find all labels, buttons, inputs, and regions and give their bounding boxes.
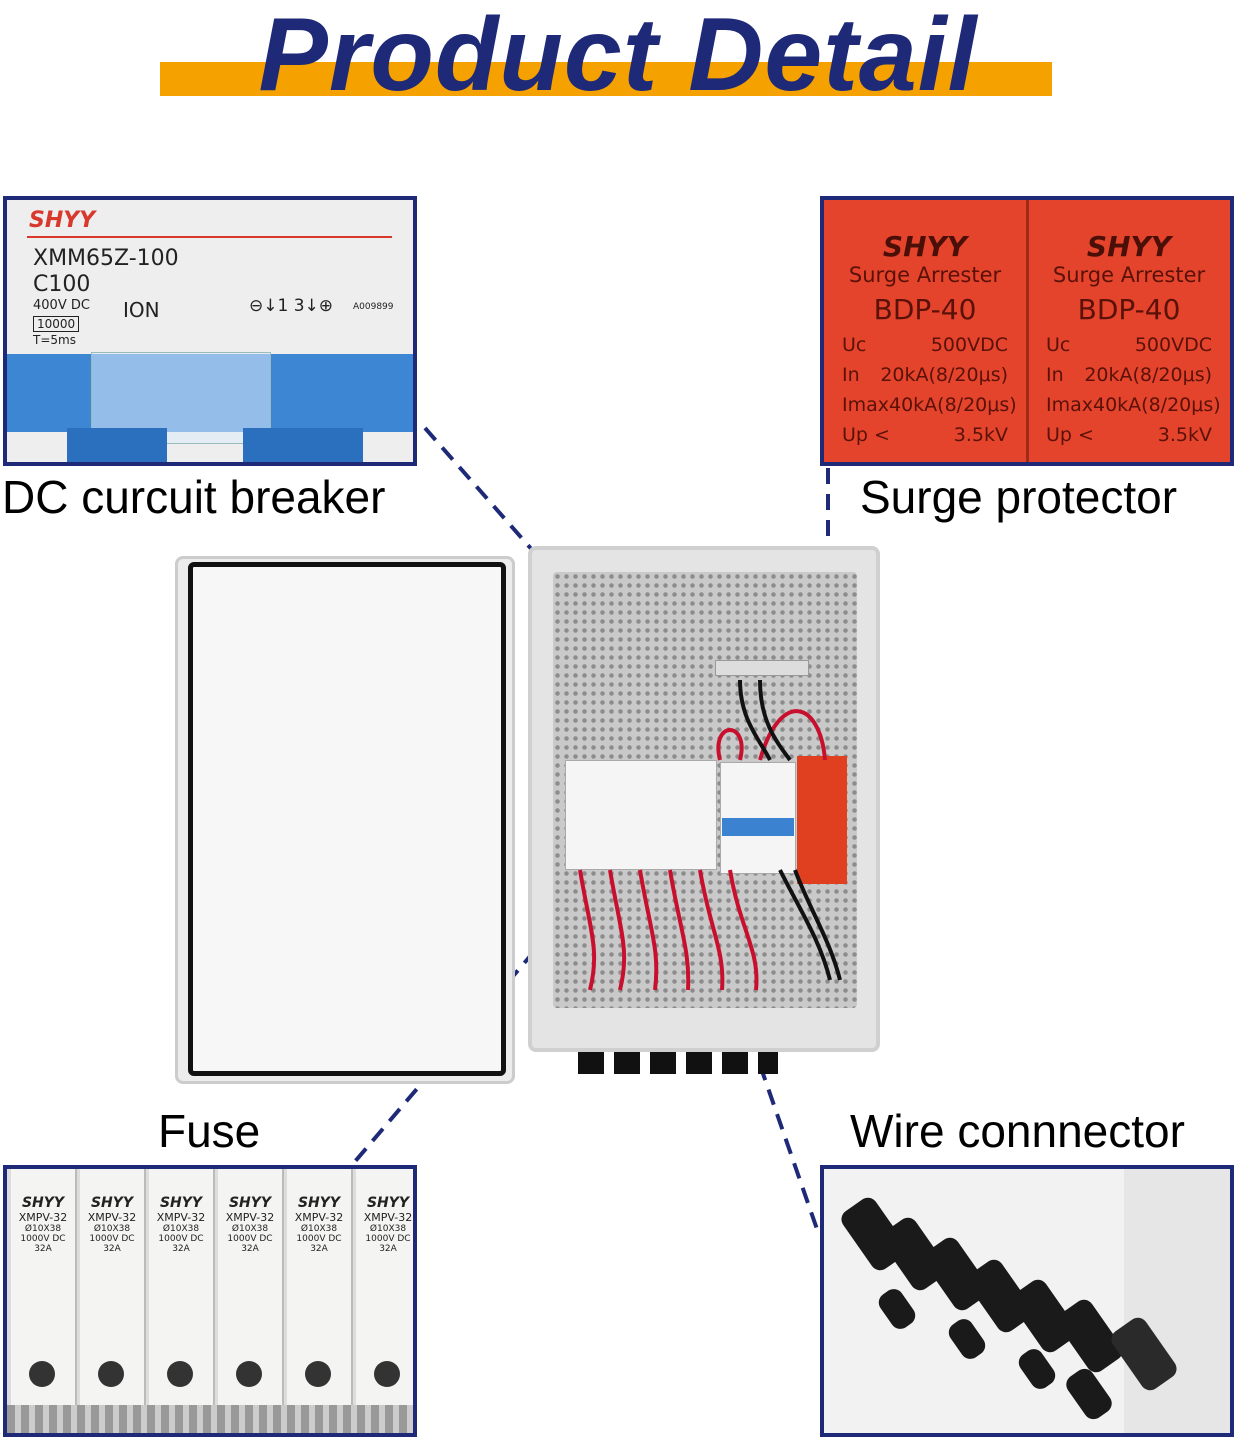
breaker-handle [722,818,794,836]
fuse-spec: 1000V DC 32A [158,1234,204,1254]
fuse-brand: SHYY [366,1195,410,1211]
surge-name: Surge Arrester [1052,263,1206,287]
screw-icon [29,1361,55,1387]
spec-key: In [842,364,860,386]
spec-key: Imax [842,394,889,416]
surge-label: Surge protector [860,471,1178,523]
breaker-inset: SHYY XMM65Z-100 C100 400V DC ION ⊖↓1 3↓⊕… [3,196,417,466]
spec-value: 500VDC [930,334,1008,356]
spec-key: Uc [1046,334,1071,356]
fuse-size: Ø10X38 [93,1224,131,1234]
screw-icon [167,1361,193,1387]
mc4-connector [1062,1364,1116,1424]
connector-label: Wire connnector [850,1105,1185,1157]
module-divider [1026,200,1029,462]
spec-value: 3.5kV [1157,424,1212,446]
fuse-spec: 1000V DC 32A [20,1234,66,1254]
connector-line [758,1064,820,1233]
mounting-plate [7,1405,413,1433]
brand-rule [27,236,392,238]
surge-brand: SHYY [1086,230,1172,263]
breaker-cert: A009899 [353,302,394,312]
fuse-spec: 1000V DC 32A [89,1234,135,1254]
fuse-spec: 1000V DC 32A [365,1234,411,1254]
fuse-brand: SHYY [297,1195,341,1211]
fuse-model: XMPV-32 [363,1211,413,1224]
mc4-connector [874,1285,920,1333]
spec-key: Up < [1046,424,1094,446]
screw-icon [374,1361,400,1387]
surge-model: BDP-40 [1077,293,1181,326]
spec-value: 3.5kV [953,424,1008,446]
breaker-voltage: 400V DC [33,298,90,313]
breaker-model: XMM65Z-100 [33,246,179,271]
screw-icon [98,1361,124,1387]
spec-key: Up < [842,424,890,446]
breaker-capacity: 10000 [33,316,80,332]
fuse-model: XMPV-32 [87,1211,137,1224]
spec-value: 500VDC [1134,334,1212,356]
fuse-brand: SHYY [90,1195,134,1211]
fuse-size: Ø10X38 [162,1224,200,1234]
enclosure-wall [1124,1169,1230,1433]
spec-value: 40kA(8/20μs) [889,394,1017,416]
mc4-connector [1014,1345,1060,1393]
page-title: Product Detail [258,0,978,113]
fuse-size: Ø10X38 [300,1224,338,1234]
fuse-spec: 1000V DC 32A [227,1234,273,1254]
breaker-terminals: ⊖↓1 3↓⊕ [249,296,334,316]
cable-glands [578,1052,778,1074]
breaker-on: ION [123,298,160,322]
spec-value: 20kA(8/20μs) [880,364,1008,386]
fuse-brand: SHYY [159,1195,203,1211]
fuse-label: Fuse [158,1105,261,1157]
surge-inset: SHYY Surge Arrester BDP-40 Uc 500VDC In 20… [820,196,1234,466]
spec-key: In [1046,364,1064,386]
fuse-size: Ø10X38 [24,1224,62,1234]
fuse-size: Ø10X38 [369,1224,407,1234]
breaker-brand: SHYY [29,208,96,233]
fuse-brand: SHYY [228,1195,272,1211]
handle-foot [243,428,363,462]
handle-foot [67,428,167,462]
wiring [578,680,842,991]
fuse-size: Ø10X38 [231,1224,269,1234]
fuse-model: XMPV-32 [156,1211,206,1224]
fuse-spec: 1000V DC 32A [296,1234,342,1254]
mc4-connector [944,1315,990,1363]
fuse-model: XMPV-32 [294,1211,344,1224]
screw-icon [236,1361,262,1387]
surge-module: SHYY Surge Arrester BDP-40 Uc 500VDC In 20… [824,200,1026,462]
connector-inset [820,1165,1234,1437]
surge-brand: SHYY [882,230,968,263]
fuse-model: XMPV-32 [225,1211,275,1224]
surge-module: SHYY Surge Arrester BDP-40 Uc 500VDC In 20… [1028,200,1230,462]
door-gasket [188,562,506,1076]
surge-model: BDP-40 [873,293,977,326]
spec-key: Imax [1046,394,1093,416]
fuse-brand: SHYY [21,1195,65,1211]
busbar [715,660,809,676]
title-underline [160,62,1052,96]
breaker-rating: C100 [33,272,91,297]
spec-value: 20kA(8/20μs) [1084,364,1212,386]
breaker-label: DC curcuit breaker [2,471,386,523]
fuse-model: XMPV-32 [18,1211,68,1224]
breaker-time: T=5ms [33,333,76,347]
screw-icon [305,1361,331,1387]
surge-arrester [797,756,847,884]
surge-name: Surge Arrester [848,263,1002,287]
fuse-holders [565,760,717,870]
spec-value: 40kA(8/20μs) [1093,394,1221,416]
spec-key: Uc [842,334,867,356]
